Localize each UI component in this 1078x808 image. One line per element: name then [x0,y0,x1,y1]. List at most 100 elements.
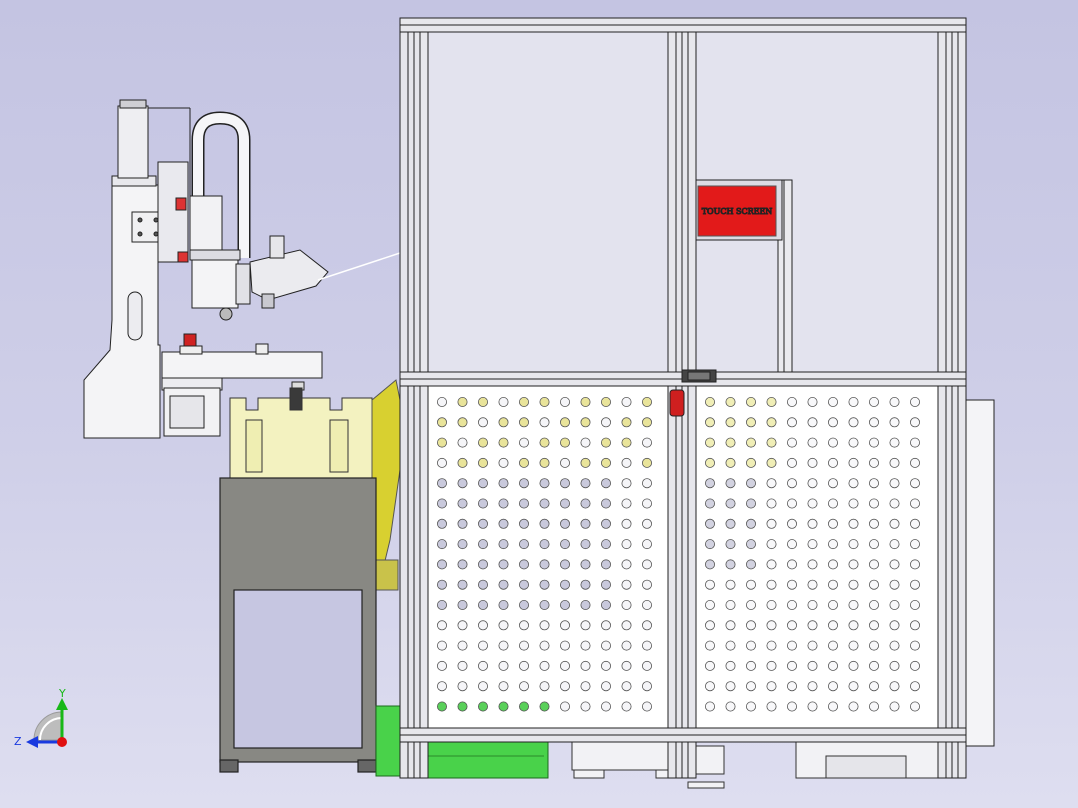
perforation-hole [889,640,900,651]
perforation-hole [889,437,900,448]
perforation-hole [910,579,921,590]
perforation-hole [436,701,447,712]
perforation-hole [519,701,530,712]
perforation-hole [436,579,447,590]
perforation-hole [725,681,736,692]
perforation-hole [560,457,571,468]
perforation-hole [539,660,550,671]
perforation-hole [725,518,736,529]
perforation-hole [580,660,591,671]
perforation-hole [457,437,468,448]
perforation-hole [457,539,468,550]
small-bin [375,705,401,777]
perforation-hole [642,579,653,590]
perforation-hole [519,660,530,671]
perforation-hole [889,660,900,671]
side-panel [965,399,995,747]
perforation-hole [436,478,447,489]
perforation-hole [560,498,571,509]
perforation-hole [560,600,571,611]
perforation-hole [498,396,509,407]
perforation-hole [889,681,900,692]
perforation-hole [498,437,509,448]
perforation-hole [642,681,653,692]
perforation-hole [910,518,921,529]
perforation-hole [848,498,859,509]
perforation-hole [601,417,612,428]
perforation-hole [560,681,571,692]
perforation-hole [601,498,612,509]
perforation-hole [642,478,653,489]
perforation-hole [725,396,736,407]
perforation-hole [889,518,900,529]
perforation-hole [828,660,839,671]
perforation-hole [869,539,880,550]
perforation-hole [828,437,839,448]
perforation-hole [746,396,757,407]
lower-right-panel [695,385,939,729]
perforation-hole [539,417,550,428]
perforation-hole [848,640,859,651]
perforation-hole [519,579,530,590]
perforation-hole [477,600,488,611]
perforation-hole [519,478,530,489]
door-latch-red [669,389,685,417]
perforation-hole [621,640,632,651]
perforation-hole [746,681,757,692]
perforation-hole [436,457,447,468]
perforation-hole [457,498,468,509]
perforation-hole [436,620,447,631]
perforation-hole [889,417,900,428]
perforation-hole [766,559,777,570]
perforation-hole [642,701,653,712]
perforation-hole [705,640,716,651]
perforation-hole [560,518,571,529]
perforation-hole [869,681,880,692]
perforation-hole [621,396,632,407]
perforation-hole [766,498,777,509]
perforation-hole [766,539,777,550]
perforation-hole [807,539,818,550]
perforation-hole [560,478,571,489]
perforation-hole [705,660,716,671]
perforation-hole [787,539,798,550]
perforation-hole [580,681,591,692]
perforation-hole [621,600,632,611]
perforation-hole [580,437,591,448]
perforation-hole [869,579,880,590]
perforation-hole [848,579,859,590]
perforation-hole [436,518,447,529]
perforation-hole [601,600,612,611]
perforation-hole [580,498,591,509]
perforation-hole [436,559,447,570]
perforation-hole [828,640,839,651]
perforation-hole [910,539,921,550]
perforation-hole [889,478,900,489]
perforation-hole [807,417,818,428]
gripper-head [191,257,239,309]
perforation-hole [807,701,818,712]
perforation-hole [642,539,653,550]
perforation-hole [848,600,859,611]
perforation-hole [601,559,612,570]
perforation-hole [725,417,736,428]
perforation-hole [787,600,798,611]
perforation-hole [725,620,736,631]
perforation-hole [621,620,632,631]
perforation-hole [580,396,591,407]
perforation-hole [848,681,859,692]
perforation-hole [621,437,632,448]
perforation-hole [766,620,777,631]
axis-triad[interactable]: Y Z [14,687,68,748]
perforation-hole [498,417,509,428]
perforation-hole [477,579,488,590]
perforation-hole [787,620,798,631]
perforation-hole [580,701,591,712]
perforation-hole [519,498,530,509]
perforation-hole [621,498,632,509]
perforation-hole [580,457,591,468]
perforation-hole [642,498,653,509]
perforation-hole [436,539,447,550]
perforation-hole [807,478,818,489]
